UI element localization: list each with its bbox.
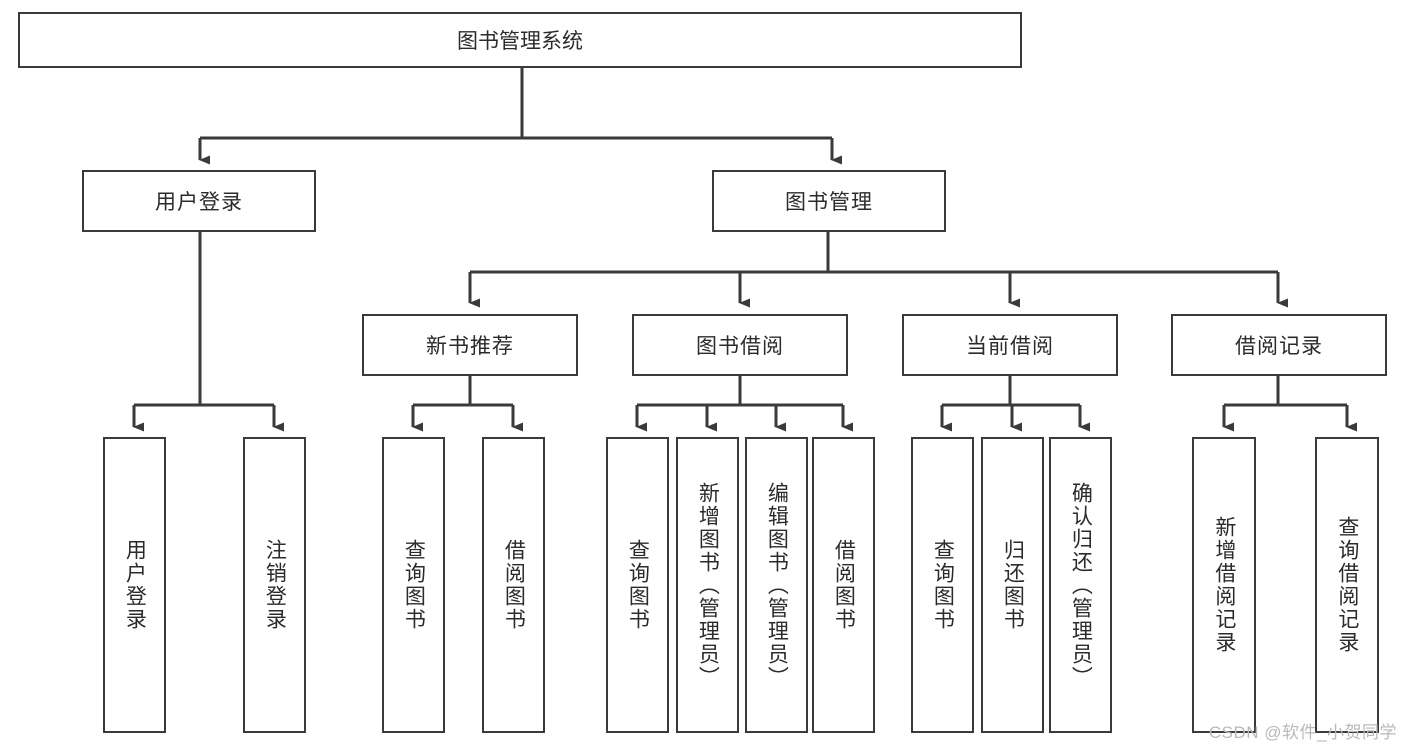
watermark: CSDN @软件_小贺同学: [1208, 723, 1397, 742]
node-book-borrow[interactable]: 图书借阅: [632, 314, 848, 376]
node-root-book-management-system[interactable]: 图书管理系统: [18, 12, 1022, 68]
leaf-query-book-current[interactable]: 查询图书: [911, 437, 974, 733]
leaf-query-book-borrow[interactable]: 查询图书: [606, 437, 669, 733]
leaf-return-book[interactable]: 归还图书: [981, 437, 1044, 733]
leaf-borrow-book[interactable]: 借阅图书: [812, 437, 875, 733]
leaf-add-borrow-record[interactable]: 新增借阅记录: [1192, 437, 1256, 733]
leaf-logout[interactable]: 注销登录: [243, 437, 306, 733]
leaf-borrow-book-recommend[interactable]: 借阅图书: [482, 437, 545, 733]
leaf-user-login[interactable]: 用户登录: [103, 437, 166, 733]
leaf-add-book-admin[interactable]: 新增图书（管理员）: [676, 437, 739, 733]
node-current-borrow[interactable]: 当前借阅: [902, 314, 1118, 376]
leaf-query-borrow-record[interactable]: 查询借阅记录: [1315, 437, 1379, 733]
node-new-book-recommend[interactable]: 新书推荐: [362, 314, 578, 376]
leaf-edit-book-admin[interactable]: 编辑图书（管理员）: [745, 437, 808, 733]
node-borrow-record[interactable]: 借阅记录: [1171, 314, 1387, 376]
node-book-management[interactable]: 图书管理: [712, 170, 946, 232]
leaf-confirm-return-admin[interactable]: 确认归还（管理员）: [1049, 437, 1112, 733]
leaf-query-book-recommend[interactable]: 查询图书: [382, 437, 445, 733]
node-user-login[interactable]: 用户登录: [82, 170, 316, 232]
